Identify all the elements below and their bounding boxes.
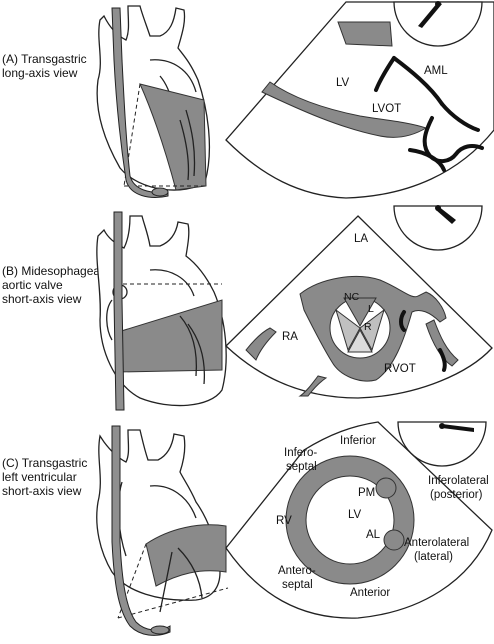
panel-a-heart-illustration — [96, 5, 211, 198]
panel-c-label-anterior: Anterior — [350, 587, 390, 599]
panel-a-caption: (A) Transgastric long-axis view — [2, 52, 87, 80]
panel-a-orientation-dial — [393, 1, 483, 47]
panel-c-heart-illustration — [96, 425, 229, 636]
panel-c-label-inferior: Inferior — [340, 435, 376, 447]
panel-c-label-infero-septal-1: Infero- — [284, 447, 317, 459]
panel-c-label-inferolateral-1: Inferolateral — [428, 475, 489, 487]
panel-c-echo-sector — [225, 421, 493, 619]
panel-b-caption: (B) Midesophageal aortic valve short-axi… — [2, 264, 103, 306]
panel-a-label-lv: LV — [336, 77, 350, 89]
panel-c-label-antero-septal-2: septal — [282, 579, 313, 591]
panel-c-label-lv: LV — [348, 509, 362, 521]
panel-c-label-antero-septal-1: Antero- — [278, 565, 316, 577]
panel-transgastric-long-axis: (A) Transgastric long-axis view — [0, 0, 494, 214]
panel-b-label-nc: NC — [344, 291, 360, 303]
panel-c-caption: (C) Transgastric left ventricular short-… — [2, 456, 87, 498]
panel-c-label-inferolateral-2: (posterior) — [430, 489, 483, 501]
panel-c-label-al: AL — [366, 529, 381, 541]
panel-c-caption-line-3: short-axis view — [2, 484, 82, 498]
panel-c-label-anterolateral-2: (lateral) — [414, 551, 453, 563]
panel-a-echo-sector — [225, 1, 494, 199]
panel-c-label-rv: RV — [276, 515, 292, 527]
panel-b-label-l: L — [368, 303, 374, 315]
panel-c-label-infero-septal-2: septal — [286, 461, 317, 473]
panel-c-label-anterolateral-1: Anterolateral — [404, 537, 469, 549]
panel-b-label-r: R — [364, 321, 372, 333]
panel-b-echo-sector — [225, 215, 493, 399]
panel-a-figure: LV AML LVOT — [96, 1, 494, 199]
panel-transgastric-lv-short-axis: (C) Transgastric left ventricular short-… — [0, 421, 494, 636]
panel-b-label-rvot: RVOT — [384, 363, 416, 375]
panel-c-caption-line-1: (C) Transgastric — [2, 456, 88, 470]
panel-b-label-ra: RA — [282, 331, 298, 343]
panel-b-label-la: LA — [354, 233, 368, 245]
panel-b-orientation-dial — [393, 205, 483, 251]
panel-c-label-pm: PM — [358, 487, 375, 499]
panel-c-orientation-dial — [397, 421, 487, 467]
panel-a-caption-line-2: long-axis view — [2, 66, 78, 80]
panel-midesophageal-aortic-valve: (B) Midesophageal aortic valve short-axi… — [0, 200, 494, 414]
panel-c-caption-line-2: left ventricular — [2, 470, 77, 484]
panel-a-caption-line-1: (A) Transgastric — [2, 52, 87, 66]
panel-a-label-aml: AML — [424, 65, 448, 77]
panel-b-caption-line-3: short-axis view — [2, 292, 82, 306]
panel-b-caption-line-2: aortic valve — [2, 278, 63, 292]
panel-c-figure: Inferior Infero- septal Inferolateral (p… — [96, 421, 493, 636]
panel-b-caption-line-1: (B) Midesophageal — [2, 264, 103, 278]
panel-b-figure: LA NC L R RA RVOT — [96, 205, 493, 411]
panel-a-label-lvot: LVOT — [372, 103, 401, 115]
panel-b-heart-illustration — [96, 211, 227, 411]
